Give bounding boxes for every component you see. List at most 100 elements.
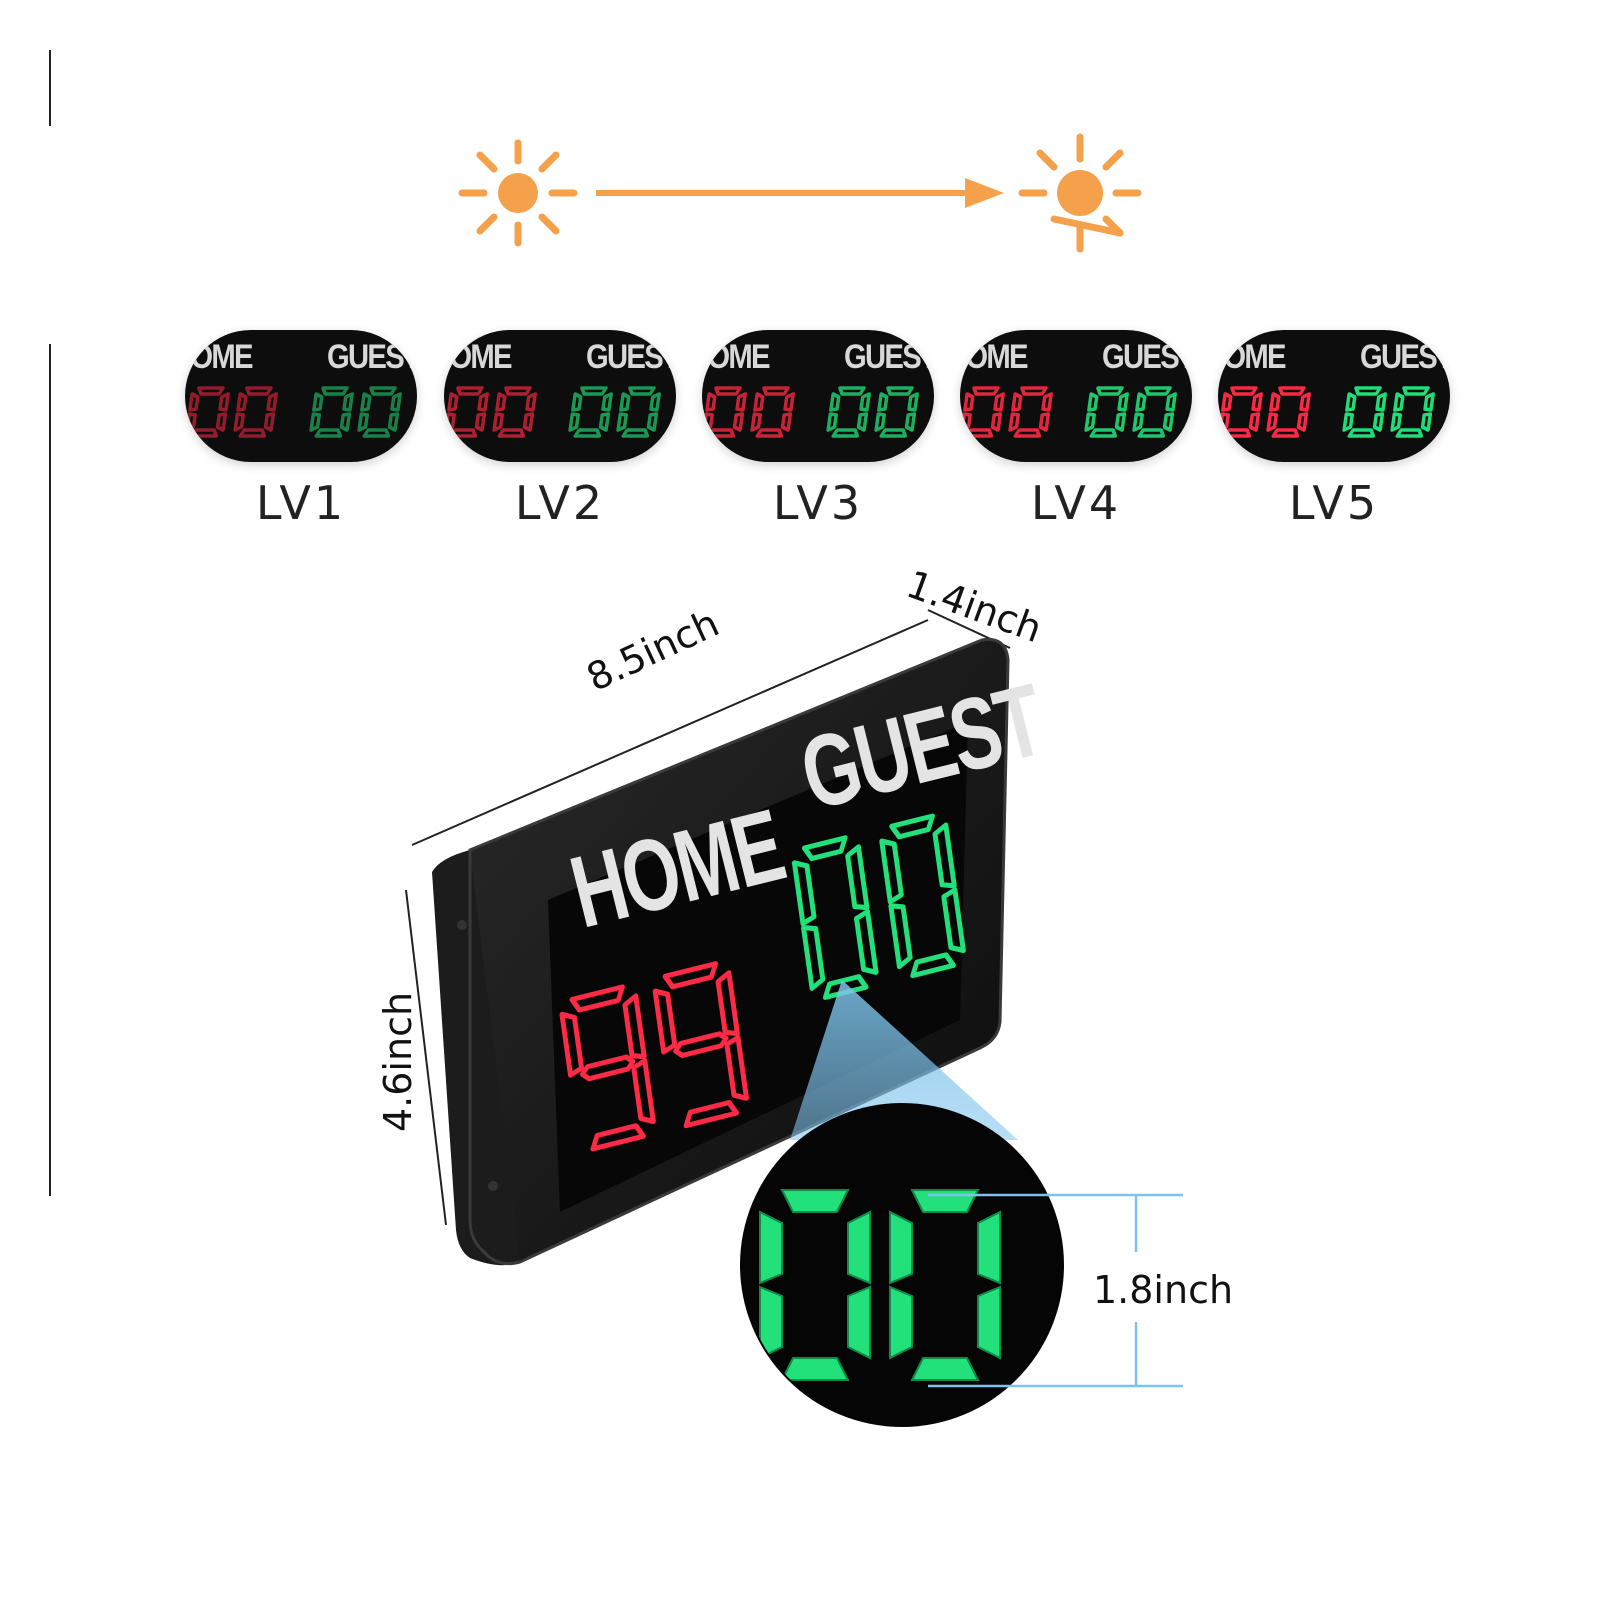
segment xyxy=(854,909,879,975)
segment xyxy=(831,428,860,438)
segment xyxy=(1342,412,1354,432)
segment xyxy=(1372,412,1385,432)
segment xyxy=(616,412,628,432)
segment xyxy=(780,1189,850,1213)
preview-scores xyxy=(1218,386,1435,438)
segment xyxy=(780,412,793,432)
segment xyxy=(477,392,489,412)
segment xyxy=(714,386,742,396)
brightness-level-label: LV4 xyxy=(1030,476,1122,530)
segment xyxy=(495,392,507,412)
preview-home-score xyxy=(185,386,278,438)
preview-home-score xyxy=(702,386,795,438)
height-dimension: 4.6inch xyxy=(376,991,420,1132)
preview-scores xyxy=(960,386,1177,438)
digit xyxy=(960,386,1005,438)
segment xyxy=(783,392,795,412)
preview-scores xyxy=(702,386,919,438)
preview-guest-score xyxy=(826,386,919,438)
segment xyxy=(1420,412,1433,432)
preview-home-label: HOME xyxy=(185,338,254,376)
brightness-indicator xyxy=(458,133,1142,253)
segment xyxy=(1144,386,1172,396)
segment xyxy=(621,428,650,438)
segment xyxy=(879,838,904,905)
brightness-preview-3: HOME GUEST xyxy=(702,330,934,462)
segment xyxy=(1011,392,1023,412)
digit xyxy=(568,386,613,438)
segment xyxy=(263,412,276,432)
segment xyxy=(977,1285,1001,1360)
segment xyxy=(683,1100,739,1129)
segment xyxy=(369,386,397,396)
segment xyxy=(753,392,765,412)
digit xyxy=(750,386,795,438)
segment xyxy=(791,860,817,927)
digit xyxy=(826,386,871,438)
digit xyxy=(559,984,656,1152)
segment xyxy=(362,428,391,438)
zoom-digits xyxy=(759,1189,1001,1381)
segment xyxy=(218,392,230,412)
segment xyxy=(888,903,913,970)
digit xyxy=(1390,386,1435,438)
digit xyxy=(444,386,489,438)
segment xyxy=(245,386,273,396)
segment xyxy=(724,1034,749,1101)
digit xyxy=(616,386,661,438)
segment xyxy=(1390,412,1402,432)
brightness-level-label: LV2 xyxy=(514,476,606,530)
digit-height-dimension: 1.8inch xyxy=(1093,1268,1234,1312)
segment xyxy=(889,1285,913,1360)
segment xyxy=(504,386,532,396)
segment xyxy=(1223,428,1252,438)
preview-home-label: HOME xyxy=(702,338,771,376)
preview-guest-label: GUEST xyxy=(1101,338,1192,376)
segment xyxy=(801,925,826,991)
segment xyxy=(390,392,402,412)
preview-home-label: HOME xyxy=(1218,338,1287,376)
segment xyxy=(910,1357,980,1381)
brightness-level-label: LV3 xyxy=(772,476,864,530)
segment xyxy=(321,386,349,396)
segment xyxy=(573,428,602,438)
segment xyxy=(847,1285,871,1360)
segment xyxy=(1084,412,1096,432)
segment xyxy=(1165,392,1177,412)
segment xyxy=(444,412,456,432)
segment xyxy=(598,412,611,432)
segment xyxy=(1008,412,1020,432)
segment xyxy=(314,428,343,438)
segment xyxy=(963,392,975,412)
preview-home-score xyxy=(1218,386,1311,438)
preview-guest-score xyxy=(1342,386,1435,438)
segment xyxy=(387,412,400,432)
segment xyxy=(1087,392,1099,412)
segment xyxy=(497,428,526,438)
digit xyxy=(1132,386,1177,438)
brightness-level-label: LV1 xyxy=(255,476,347,530)
segment xyxy=(759,1285,783,1360)
scoreboard-case xyxy=(432,637,1010,1266)
segment xyxy=(780,1357,850,1381)
segment xyxy=(190,428,219,438)
preview-guest-label: GUEST xyxy=(843,338,934,376)
segment xyxy=(972,386,1000,396)
segment xyxy=(856,412,869,432)
digit xyxy=(1218,386,1263,438)
preview-guest-label: GUEST xyxy=(1359,338,1450,376)
segment xyxy=(702,412,714,432)
segment xyxy=(360,392,372,412)
segment xyxy=(1089,428,1118,438)
segment xyxy=(755,428,784,438)
segment xyxy=(569,984,625,1013)
segment xyxy=(236,392,248,412)
digit xyxy=(357,386,402,438)
segment xyxy=(715,970,740,1037)
segment xyxy=(215,412,228,432)
segment xyxy=(1218,412,1230,432)
